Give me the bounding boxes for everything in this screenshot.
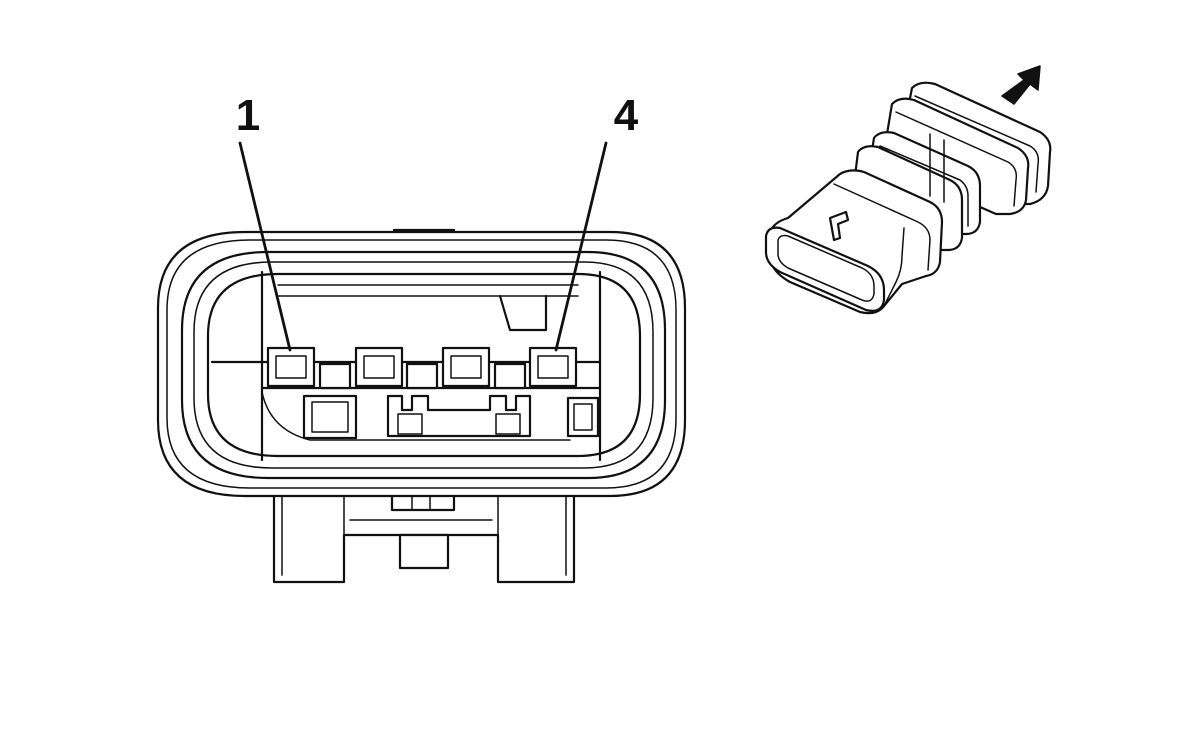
lower-latch-blocks	[302, 394, 600, 440]
locking-tab	[828, 210, 850, 242]
pin-4-leader-line	[554, 141, 608, 352]
pin-2	[354, 346, 404, 388]
pin-4	[528, 346, 578, 388]
mating-face	[764, 226, 886, 312]
terminal-pins	[266, 346, 578, 390]
connector-isometric-view	[764, 65, 1052, 315]
connector-face-view: 1 4	[156, 91, 687, 584]
pin-1	[266, 346, 316, 388]
pin-4-label: 4	[614, 91, 639, 140]
pin-3	[441, 346, 491, 388]
pin-1-leader-line	[238, 141, 292, 352]
arrow-up-right-icon	[1001, 65, 1041, 105]
seal-ring-outer	[180, 250, 667, 480]
pin-1-label: 1	[236, 91, 260, 140]
rear-flange	[880, 81, 1052, 216]
seal-ring-inner	[206, 272, 642, 458]
